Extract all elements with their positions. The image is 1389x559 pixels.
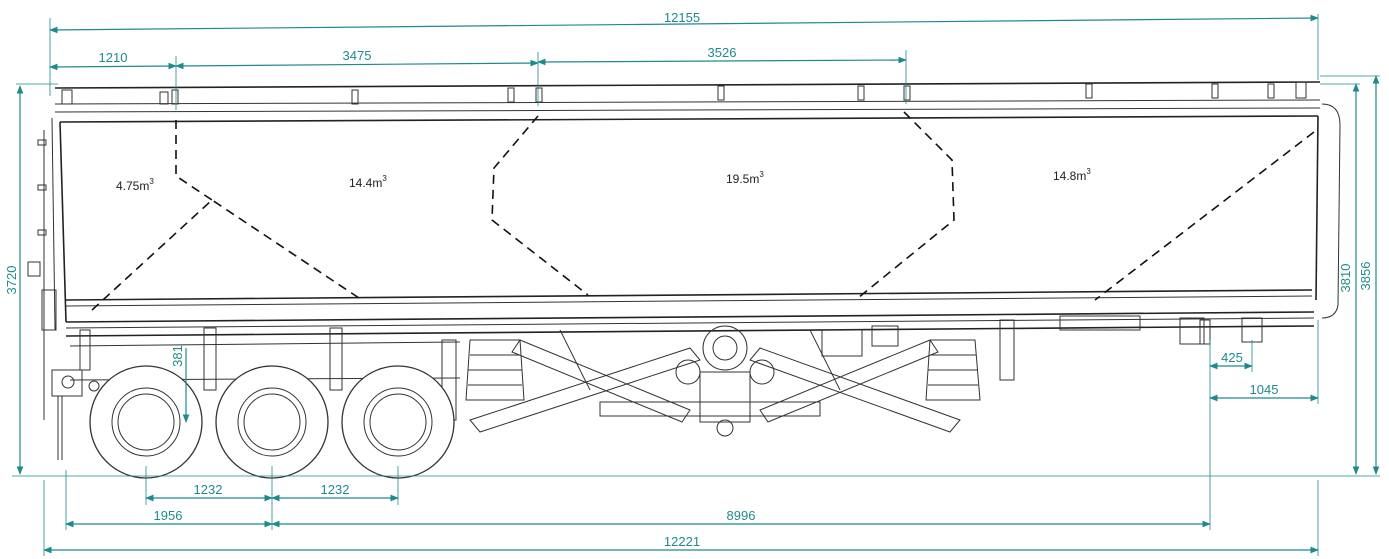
- dim-section-2: 3475: [343, 48, 372, 63]
- wheel-3: [341, 365, 455, 479]
- dim-wheel-offset: 381: [170, 345, 185, 367]
- dimension-labels: 12155 1210 3475 3526 3720 3810 3856 381 …: [4, 10, 1373, 549]
- wheel-1: [89, 365, 203, 479]
- dim-front-to-axle: 1956: [154, 508, 183, 523]
- trailer-body: [27, 81, 1341, 420]
- support-struts: [469, 329, 961, 433]
- dim-overall-bottom: 12221: [664, 534, 700, 549]
- axle-wheels: [89, 365, 455, 479]
- volume-label-4: 14.8m3: [1053, 167, 1091, 183]
- dim-axle-spacing-2: 1232: [321, 482, 350, 497]
- dim-wheelbase: 8996: [727, 508, 756, 523]
- dim-rear-small: 425: [1221, 350, 1243, 365]
- volume-label-3: 19.5m3: [726, 170, 764, 186]
- dim-axle-spacing-1: 1232: [194, 482, 223, 497]
- dim-section-3: 3526: [708, 45, 737, 60]
- dim-overall-top: 12155: [664, 10, 700, 25]
- compartment-labels: 4.75m3 14.4m3 19.5m3 14.8m3: [116, 167, 1091, 193]
- dim-height-outer: 3856: [1358, 262, 1373, 291]
- hydraulic-unit: [675, 325, 899, 437]
- dim-section-1: 1210: [99, 50, 128, 65]
- dim-height-inner: 3810: [1338, 264, 1353, 293]
- dim-height-left: 3720: [4, 266, 19, 295]
- dimension-lines: [12, 14, 1380, 556]
- tipping-cylinders: [465, 339, 981, 401]
- dim-rear-overhang: 1045: [1250, 382, 1279, 397]
- volume-label-2: 14.4m3: [349, 174, 387, 190]
- wheel-2: [215, 365, 329, 479]
- compartment-dividers: [91, 111, 1315, 311]
- volume-label-1: 4.75m3: [116, 177, 154, 193]
